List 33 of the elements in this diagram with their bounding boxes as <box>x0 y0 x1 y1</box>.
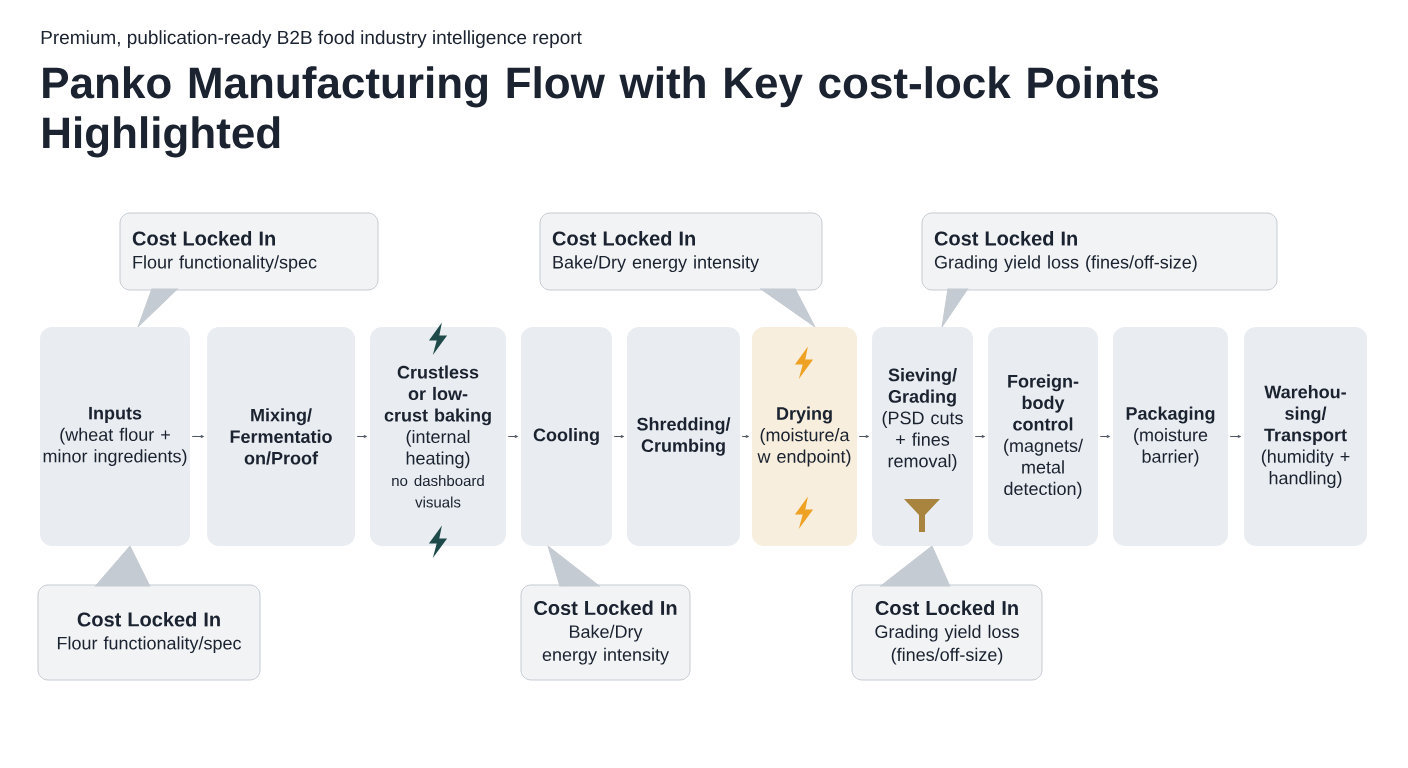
callout-bubble: Cost Locked In Grading yield loss (fines/off-size) <box>921 212 1278 291</box>
arrow <box>507 435 519 438</box>
process-box: Mixing/ Fermentatio on/Proof <box>207 327 355 546</box>
arrow <box>858 435 870 438</box>
arrow <box>974 435 986 438</box>
callout-bubble: Cost Locked In Flour functionality/spec <box>119 212 379 291</box>
process-box: Sieving/ Grading (PSD cuts + fines removal) <box>872 327 973 546</box>
callout-tail <box>137 288 179 328</box>
callout-tail <box>759 288 816 328</box>
arrow <box>191 435 205 438</box>
arrow <box>741 435 750 438</box>
callout-bubble: Cost Locked In Grading yield loss (fines/off-size) <box>851 584 1043 681</box>
callout-tail <box>879 545 951 587</box>
process-box: Shredding/ Crumbing <box>627 327 740 546</box>
callout-tail <box>547 545 601 587</box>
arrow <box>356 435 368 438</box>
callout-bubble: Cost Locked In Bake/Dry energy intensity <box>520 584 691 681</box>
process-box: Foreign- body control (magnets/ metal detection) <box>988 327 1098 546</box>
callout-tail <box>941 288 969 328</box>
arrow <box>1229 435 1242 438</box>
callout-bubble: Cost Locked In Bake/Dry energy intensity <box>539 212 823 291</box>
process-box: Inputs (wheat flour + minor ingredients) <box>40 327 190 546</box>
process-box: Cooling <box>521 327 612 546</box>
arrow <box>613 435 625 438</box>
subtitle: Premium, publication-ready B2B food industry intelligence report <box>41 30 582 48</box>
arrow <box>1099 435 1111 438</box>
process-box: Packaging (moisture barrier) <box>1113 327 1228 546</box>
title: Panko Manufacturing Flow with Key cost-lock Points Highlighted <box>43 66 1159 158</box>
process-box: Crustless or low-crust baking (internal heating) no dashboard visuals <box>370 327 506 546</box>
callout-tail <box>94 545 151 587</box>
process-box: Warehou- sing/ Transport (humidity + handling) <box>1244 327 1367 546</box>
process-box: Drying (moisture/a w endpoint) <box>752 327 857 546</box>
callout-bubble: Cost Locked In Flour functionality/spec <box>37 584 261 681</box>
